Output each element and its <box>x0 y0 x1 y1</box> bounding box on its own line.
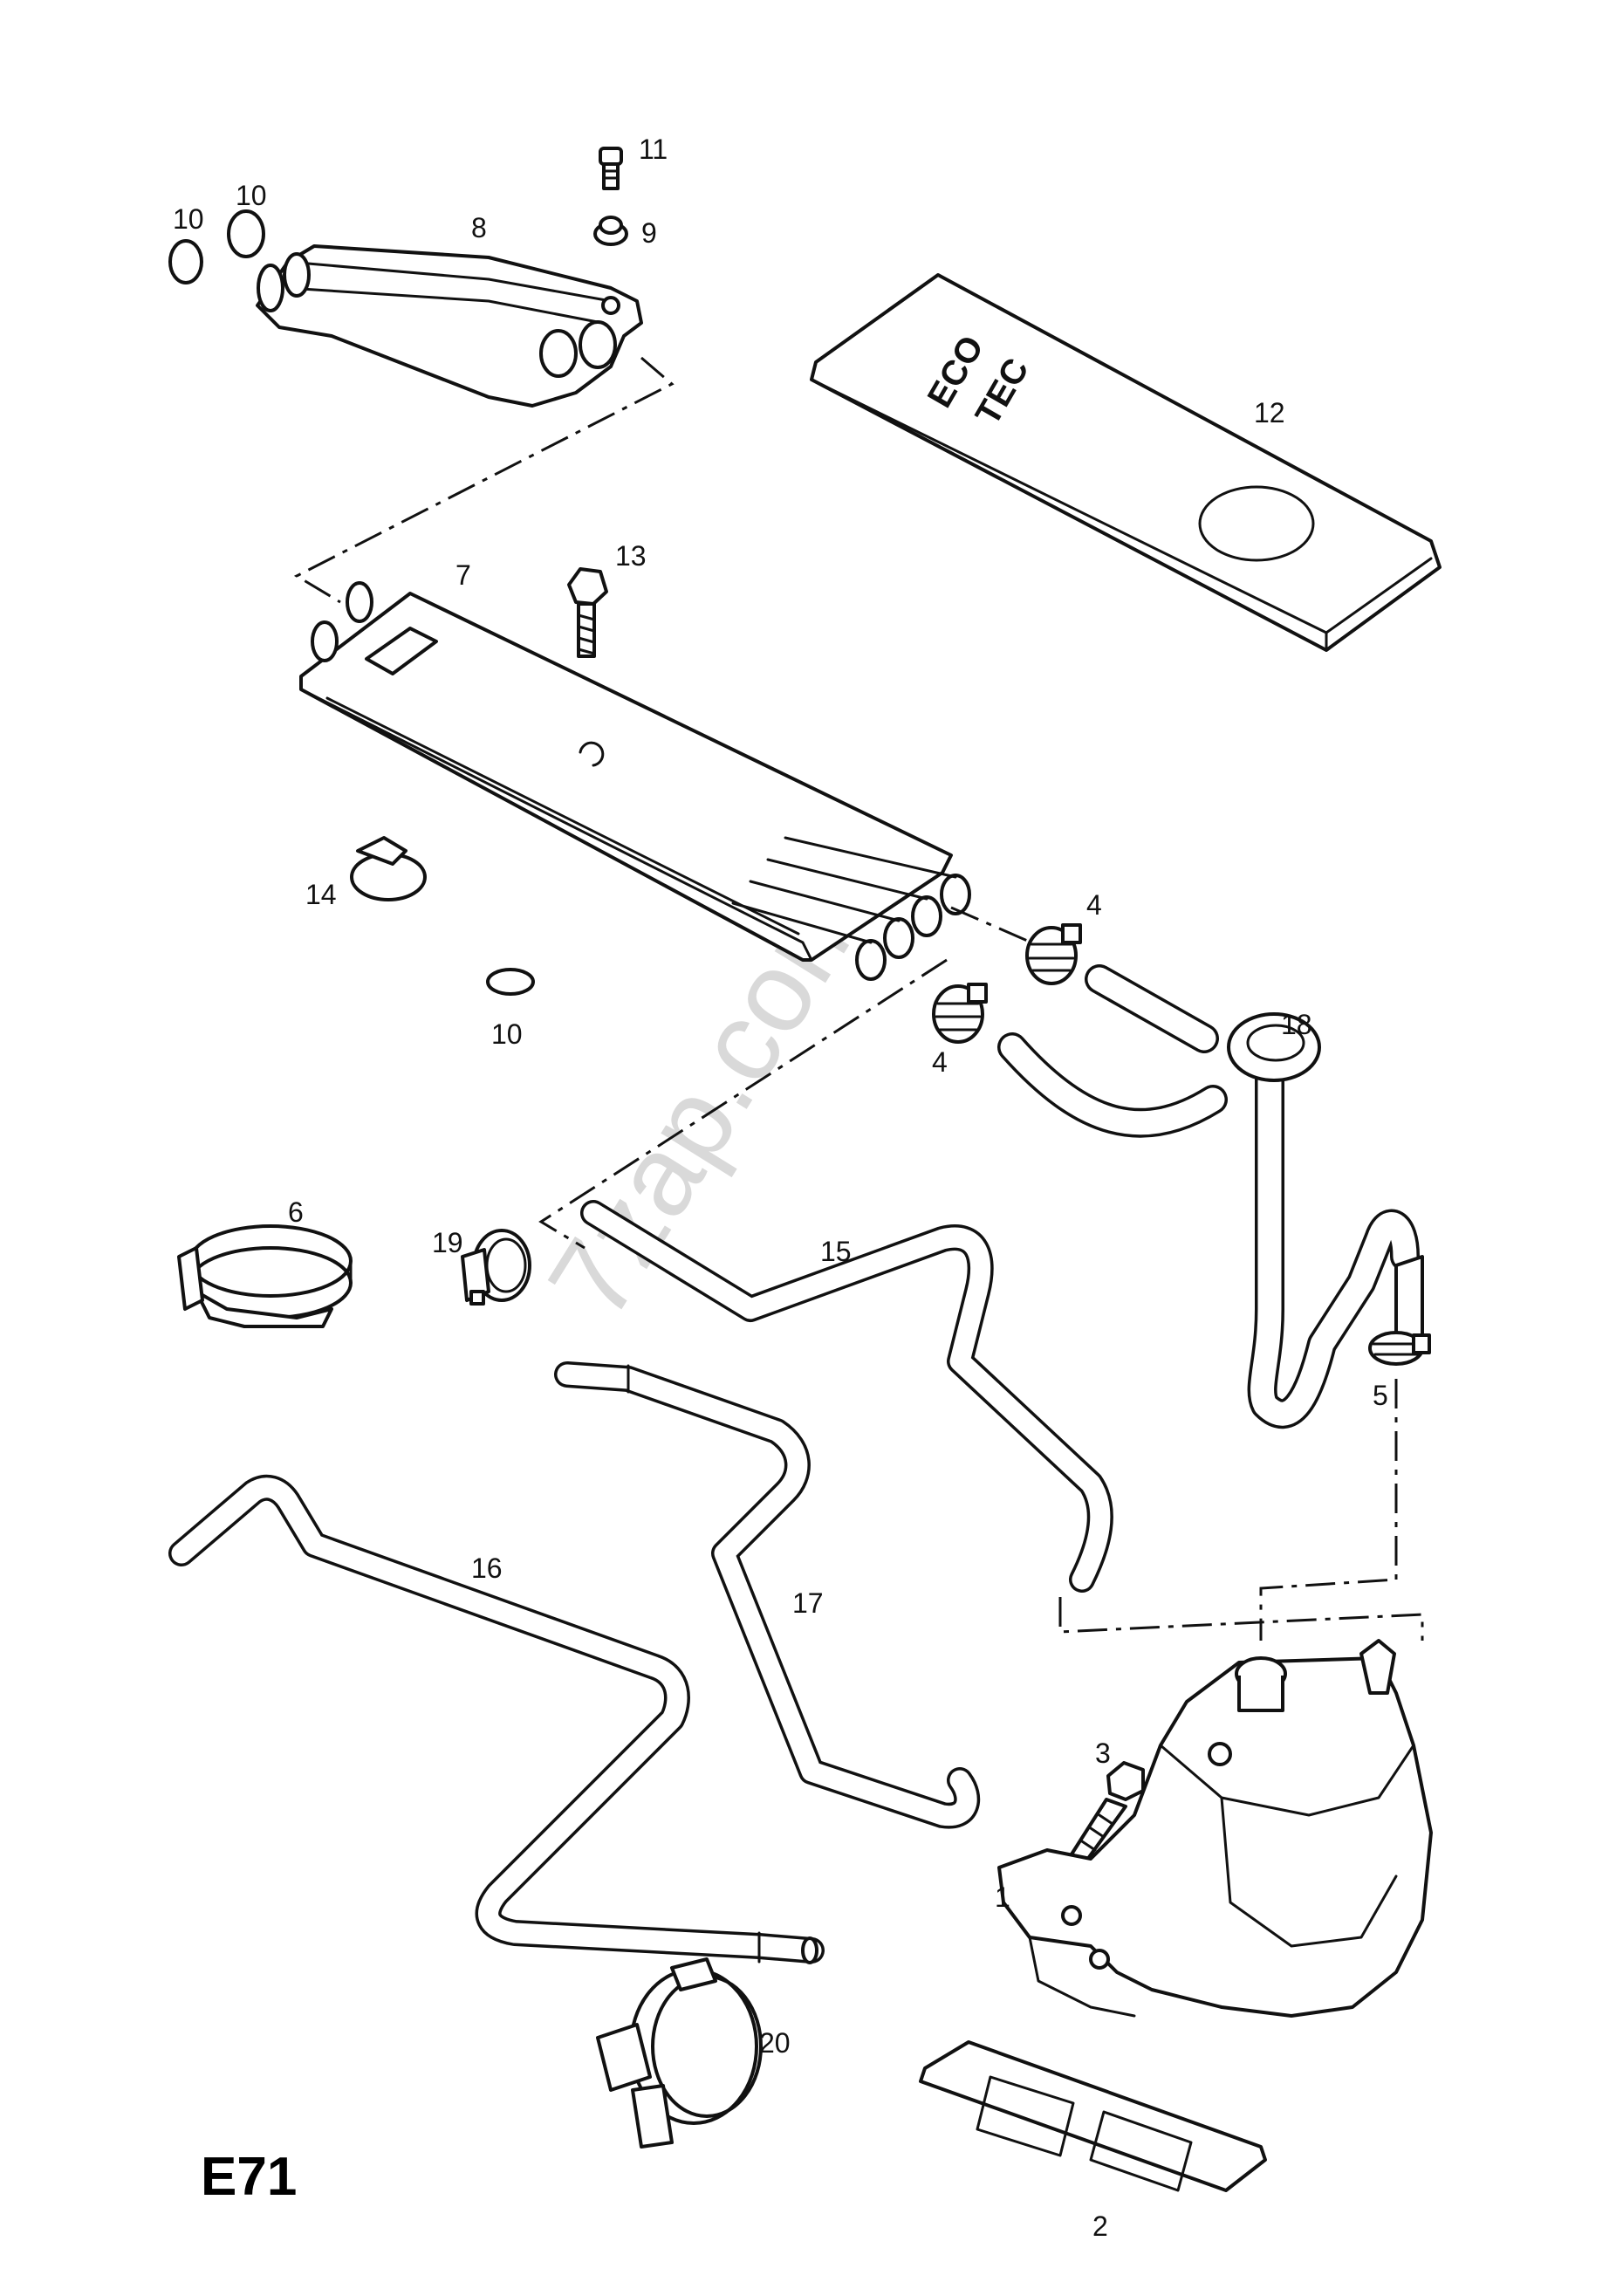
part-10-o-ring-b <box>227 209 265 258</box>
part-10-o-ring-c <box>486 968 535 996</box>
callout-13: 13 <box>615 540 647 572</box>
part-14-clip <box>350 836 427 901</box>
part-19-hose-clamp <box>461 1229 531 1306</box>
part-13-bolt <box>567 567 608 658</box>
callout-16: 16 <box>471 1552 503 1584</box>
callout-5: 5 <box>1373 1380 1388 1411</box>
linkage-line-7-15 <box>538 958 948 1250</box>
callout-4-b: 4 <box>932 1046 948 1078</box>
callout-10-a: 10 <box>236 180 267 211</box>
linkage-line-8-7 <box>293 356 675 604</box>
callout-19: 19 <box>432 1227 463 1258</box>
callout-11: 11 <box>639 134 668 165</box>
part-18-y-hose <box>997 964 1424 1429</box>
callout-3: 3 <box>1095 1737 1111 1769</box>
callout-15: 15 <box>820 1236 852 1267</box>
callout-7: 7 <box>455 559 471 591</box>
part-4-hose-clamp-b <box>932 983 988 1044</box>
callout-8: 8 <box>471 212 487 243</box>
callout-2: 2 <box>1092 2210 1108 2242</box>
part-7-manifold <box>299 581 971 981</box>
linkage-line-15-1 <box>1058 1597 1424 1641</box>
part-17-hose <box>554 1361 981 1829</box>
callout-10-c: 10 <box>491 1018 523 1050</box>
callout-18: 18 <box>1281 1009 1312 1040</box>
part-15-hose <box>580 1200 1113 1593</box>
callout-17: 17 <box>792 1587 824 1619</box>
callout-9: 9 <box>641 217 657 249</box>
callout-6: 6 <box>288 1196 304 1228</box>
callout-10-b: 10 <box>173 203 204 235</box>
diagram-code: E71 <box>201 2147 297 2207</box>
part-6-band-clamp <box>177 1224 353 1328</box>
part-10-o-ring-a <box>168 239 203 284</box>
part-2-gasket <box>919 2040 1267 2192</box>
part-4-hose-clamp-a <box>1025 923 1082 985</box>
part-8-intake-housing <box>256 244 643 408</box>
part-16-hose <box>168 1474 825 1964</box>
callout-1: 1 <box>995 1881 1010 1913</box>
part-11-screw <box>599 147 623 190</box>
part-12-engine-cover: ECO TEC <box>810 273 1442 652</box>
part-1-throttle-body <box>997 1639 1433 2018</box>
callout-14: 14 <box>305 879 337 910</box>
part-9-grommet <box>593 216 628 246</box>
callout-20: 20 <box>759 2027 791 2059</box>
callout-4-a: 4 <box>1086 889 1102 921</box>
callout-12: 12 <box>1254 397 1285 428</box>
part-5-hose-clamp <box>1368 1331 1431 1366</box>
part-20-hose-clamp <box>596 1957 763 2149</box>
linkage-line-5-1 <box>1259 1379 1398 1641</box>
